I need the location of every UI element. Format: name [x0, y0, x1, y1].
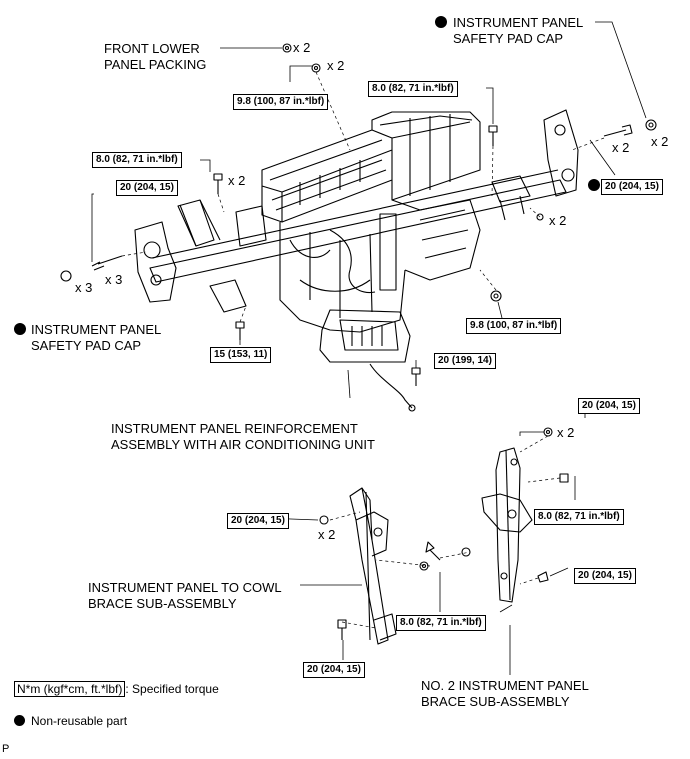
legend-torque-desc: : Specified torque	[125, 682, 219, 696]
quantity-mark: x 2	[318, 527, 336, 542]
reinforcement-beam	[134, 109, 579, 313]
torque-callout: 9.8 (100, 87 in.*lbf)	[233, 94, 329, 110]
torque-callout: 20 (204, 15)	[574, 568, 636, 584]
nonreusable-dot-icon	[14, 715, 25, 726]
label-ip-safety-pad-cap-left: INSTRUMENT PANEL SAFETY PAD CAP	[31, 322, 162, 353]
quantity-mark: x 2	[293, 40, 311, 55]
no2-brace	[481, 447, 533, 603]
quantity-mark: x 2	[549, 213, 567, 228]
torque-callout: 8.0 (82, 71 in.*lbf)	[396, 615, 486, 631]
fasteners	[60, 43, 657, 640]
torque-callout: 20 (204, 15)	[227, 513, 289, 529]
legend-torque-unit: N*m (kgf*cm, ft.*lbf)	[14, 681, 126, 697]
torque-callout: 20 (204, 15)	[116, 180, 178, 196]
quantity-mark: x 2	[651, 134, 669, 149]
torque-callout: 20 (204, 15)	[578, 398, 640, 414]
torque-callout: 8.0 (82, 71 in.*lbf)	[368, 81, 458, 97]
quantity-mark: x 3	[105, 272, 123, 287]
footer-mark: P	[2, 743, 10, 755]
quantity-mark: x 2	[557, 425, 575, 440]
legend-torque: N*m (kgf*cm, ft.*lbf): Specified torque	[14, 681, 219, 697]
torque-callout: 20 (199, 14)	[434, 353, 496, 369]
alignment-lines	[121, 71, 605, 629]
nonreusable-marker	[435, 16, 447, 28]
torque-callout: 15 (153, 11)	[210, 347, 272, 363]
quantity-mark: x 2	[228, 173, 246, 188]
label-front-lower-panel-packing: FRONT LOWER PANEL PACKING	[104, 41, 207, 72]
label-ip-to-cowl-brace: INSTRUMENT PANEL TO COWL BRACE SUB-ASSEM…	[88, 580, 282, 611]
label-ip-safety-pad-cap-top: INSTRUMENT PANEL SAFETY PAD CAP	[453, 15, 584, 46]
cowl-brace	[349, 487, 397, 645]
nonreusable-marker	[14, 323, 26, 335]
leader-lines	[91, 21, 647, 675]
label-ip-reinforcement: INSTRUMENT PANEL REINFORCEMENT ASSEMBLY …	[111, 421, 375, 452]
torque-callout: 20 (204, 15)	[303, 662, 365, 678]
torque-callout: 8.0 (82, 71 in.*lbf)	[534, 509, 624, 525]
nonreusable-marker	[588, 179, 600, 191]
quantity-mark: x 3	[75, 280, 93, 295]
torque-callout: 20 (204, 15)	[601, 179, 663, 195]
torque-callout: 8.0 (82, 71 in.*lbf)	[92, 152, 182, 168]
legend-nonreusable-text: Non-reusable part	[31, 714, 128, 728]
label-no2-ip-brace: NO. 2 INSTRUMENT PANEL BRACE SUB-ASSEMBL…	[421, 678, 589, 709]
legend-nonreusable: Non-reusable part	[14, 713, 127, 729]
quantity-mark: x 2	[612, 140, 630, 155]
torque-callout: 9.8 (100, 87 in.*lbf)	[466, 318, 562, 334]
quantity-mark: x 2	[327, 58, 345, 73]
